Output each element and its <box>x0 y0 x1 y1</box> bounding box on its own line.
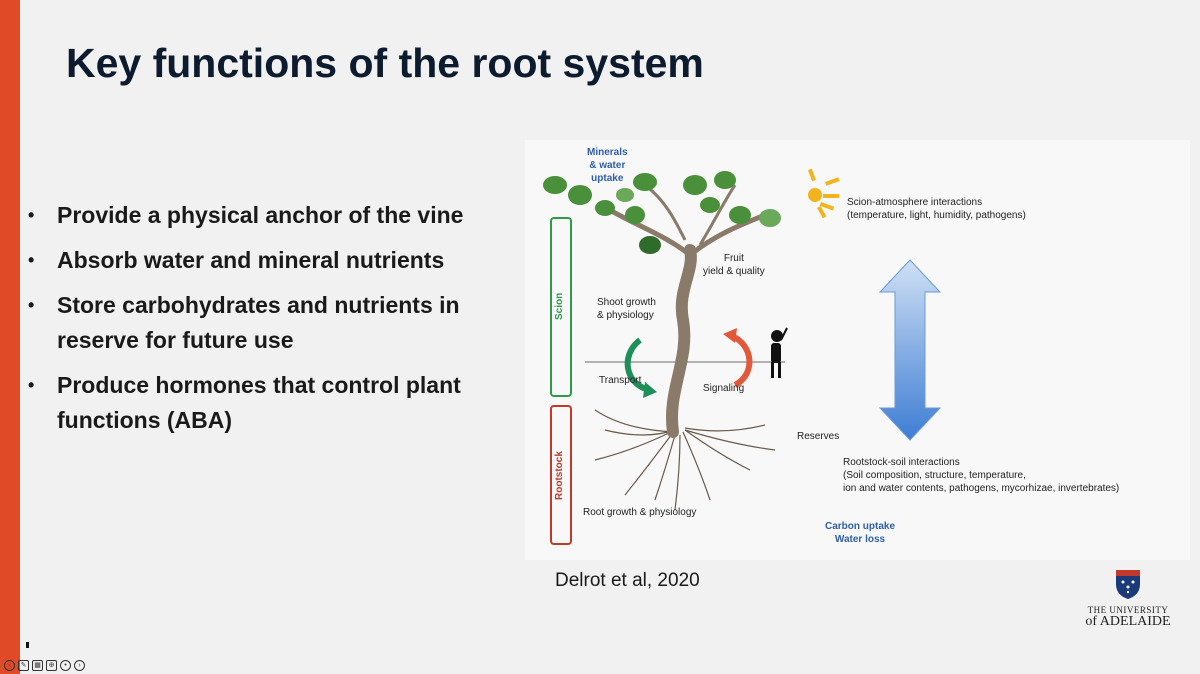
roots <box>594 409 776 511</box>
shoot-label: Shoot growth& physiology <box>597 297 656 321</box>
leaves <box>543 171 781 254</box>
rootstock-bracket <box>550 405 572 545</box>
vine-illustration <box>543 168 942 545</box>
figure-icon <box>771 327 788 378</box>
reserves-label: Reserves <box>797 431 840 442</box>
options-icon[interactable]: • <box>60 660 71 671</box>
zoom-icon[interactable]: ⊕ <box>46 660 57 671</box>
branch-left <box>608 207 692 257</box>
bullet-item: Store carbohydrates and nutrients in res… <box>28 288 528 358</box>
scion-bracket <box>550 217 572 397</box>
rootstock-soil-label: Rootstock-soil interactions(Soil composi… <box>843 457 1120 494</box>
interaction-double-arrow <box>878 259 942 441</box>
transport-label: Transport <box>599 375 642 386</box>
scion-atmosphere-label: Scion-atmosphere interactions(temperatur… <box>847 197 1026 221</box>
mouse-cursor <box>26 642 29 648</box>
signaling-label: Signaling <box>703 383 745 394</box>
logo-text-line2: of ADELAIDE <box>1085 614 1171 629</box>
bullet-list: Provide a physical anchor of the vine Ab… <box>28 198 528 448</box>
crest-icon <box>1116 570 1140 599</box>
root-growth-label: Root growth & physiology <box>583 507 697 518</box>
university-logo: THE UNIVERSITY of ADELAIDE <box>1078 568 1178 638</box>
slides-grid-icon[interactable]: ▦ <box>32 660 43 671</box>
back-icon[interactable]: ‹ <box>4 660 15 671</box>
forward-icon[interactable]: › <box>74 660 85 671</box>
scion-label: Scion <box>554 292 565 320</box>
signaling-arrow <box>728 332 753 388</box>
citation: Delrot et al, 2020 <box>555 570 700 591</box>
accent-bar <box>0 0 20 674</box>
pen-icon[interactable]: ✎ <box>18 660 29 671</box>
slide-title: Key functions of the root system <box>66 40 704 86</box>
rootstock-label: Rootstock <box>554 451 565 500</box>
bullet-item: Absorb water and mineral nutrients <box>28 243 528 278</box>
transport-arrow <box>624 337 651 393</box>
bullet-item: Produce hormones that control plant func… <box>28 368 528 438</box>
logo-text-line1: THE UNIVERSITY <box>1087 605 1169 615</box>
branch-right <box>688 212 766 257</box>
sun-icon <box>808 168 840 219</box>
presenter-toolbar: ‹ ✎ ▦ ⊕ • › <box>4 660 85 671</box>
bullet-item: Provide a physical anchor of the vine <box>28 198 528 233</box>
trunk <box>666 244 697 438</box>
